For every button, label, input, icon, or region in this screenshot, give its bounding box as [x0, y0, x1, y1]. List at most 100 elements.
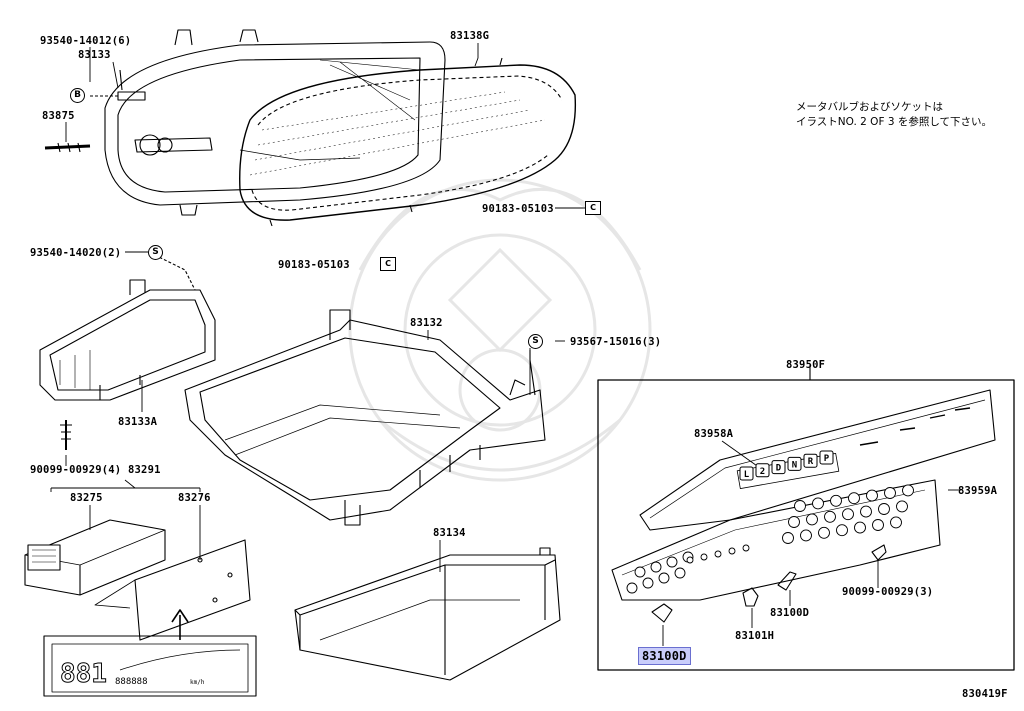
dial-hole	[626, 582, 638, 594]
dial-holes	[626, 484, 914, 594]
marker-s-1: S	[148, 245, 163, 260]
dial-hole	[800, 529, 812, 542]
part-93540-14020: 93540-14020(2)	[30, 247, 122, 259]
dial-hole	[818, 526, 830, 539]
part-93567-15016: 93567-15016(3)	[570, 336, 662, 348]
dial-hole	[634, 566, 646, 578]
dial-hole	[854, 521, 866, 534]
faceplate-group-box	[597, 365, 1015, 671]
part-90099-00929-3: 90099-00929(3)	[842, 586, 934, 598]
pointer-83100d-highlight	[651, 603, 673, 623]
part-83958a: 83958A	[694, 428, 734, 440]
part-83100d-highlight[interactable]: 83100D	[638, 647, 691, 665]
dial-plate-83959a	[611, 479, 941, 601]
gear-box	[803, 453, 818, 468]
socket-83133	[90, 69, 146, 101]
pointer-83100d	[777, 571, 797, 591]
part-83132: 83132	[410, 317, 443, 329]
dial-hole	[878, 503, 890, 515]
dial-hole	[830, 494, 842, 507]
socket-83101h	[742, 587, 759, 607]
dial-hole	[890, 516, 902, 529]
clip-c-1: C	[585, 201, 601, 215]
dial-hole	[866, 489, 878, 502]
part-90099-00929-4: 90099-00929(4)	[30, 464, 122, 476]
meter-subassembly	[39, 254, 216, 401]
display-odo: 888888	[115, 677, 148, 687]
dial-hole	[794, 500, 806, 512]
dial-hole	[700, 553, 708, 561]
part-83138g: 83138G	[450, 30, 490, 42]
dial-hole	[848, 492, 860, 505]
faceplate-83958a	[639, 389, 996, 531]
gear-box	[787, 456, 802, 471]
gear-letter: N	[792, 460, 797, 470]
diagram-id: 830419F	[962, 688, 1008, 700]
part-93540-14012: 93540-14012(6)	[40, 35, 132, 47]
meter-tray-83134	[294, 547, 561, 681]
part-83133: 83133	[78, 49, 111, 61]
ecu-83275	[24, 519, 166, 596]
part-83100d: 83100D	[770, 607, 810, 619]
clip-c-2: C	[380, 257, 396, 271]
gear-box	[819, 450, 834, 465]
circuit-83276	[94, 539, 251, 641]
meter-housing-83132	[184, 309, 546, 526]
gear-box	[739, 466, 754, 481]
display-unit: km/h	[190, 679, 205, 686]
dial-hole	[902, 484, 914, 497]
dial-hole	[642, 577, 654, 589]
part-83133a: 83133A	[118, 416, 158, 428]
part-83276: 83276	[178, 492, 211, 504]
part-83950f: 83950F	[786, 359, 826, 371]
dial-hole	[884, 487, 896, 499]
gear-letter: D	[776, 464, 782, 474]
dial-hole	[674, 567, 686, 579]
part-83291: 83291	[128, 464, 161, 476]
dial-hole	[728, 547, 736, 555]
part-83134: 83134	[433, 527, 466, 539]
gear-box	[755, 463, 770, 478]
dial-hole	[806, 513, 818, 526]
dial-hole	[872, 519, 884, 531]
dial-hole	[714, 550, 722, 558]
screw-90099-3	[871, 544, 887, 561]
dial-hole	[812, 497, 824, 510]
dial-hole	[782, 532, 794, 544]
part-83875: 83875	[42, 110, 75, 122]
dial-hole	[650, 561, 662, 573]
meter-case	[104, 29, 446, 216]
screw-90099	[60, 420, 72, 450]
display-digits: 881	[60, 659, 107, 689]
gear-letter: L	[744, 470, 750, 480]
marker-s-2: S	[528, 334, 543, 349]
gear-box	[771, 460, 786, 475]
dial-hole	[666, 556, 678, 568]
part-83275: 83275	[70, 492, 103, 504]
note-line-2: イラストNO. 2 OF 3 を参照して下さい。	[796, 116, 993, 128]
part-90183-05103-a: 90183-05103	[482, 203, 554, 215]
gear-letter: P	[824, 454, 830, 464]
gear-letter: R	[808, 457, 814, 467]
note-line-1: メータバルブおよびソケットは	[796, 101, 943, 113]
dial-hole	[824, 510, 836, 523]
leader-lines	[50, 43, 960, 646]
dial-hole	[788, 516, 800, 528]
watermark-emblem	[348, 178, 652, 482]
dial-hole	[658, 572, 670, 584]
dial-hole	[896, 500, 908, 513]
dial-hole	[836, 524, 848, 537]
display-inset	[43, 635, 257, 697]
dial-hole	[742, 544, 750, 552]
part-83101h: 83101H	[735, 630, 775, 642]
marker-b: B	[70, 88, 85, 103]
bulb-83875	[44, 142, 91, 153]
dial-hole	[860, 505, 872, 518]
part-90183-05103-b: 90183-05103	[278, 259, 350, 271]
part-83959a: 83959A	[958, 485, 998, 497]
meter-glass	[239, 57, 577, 227]
gear-letter: 2	[760, 467, 765, 477]
